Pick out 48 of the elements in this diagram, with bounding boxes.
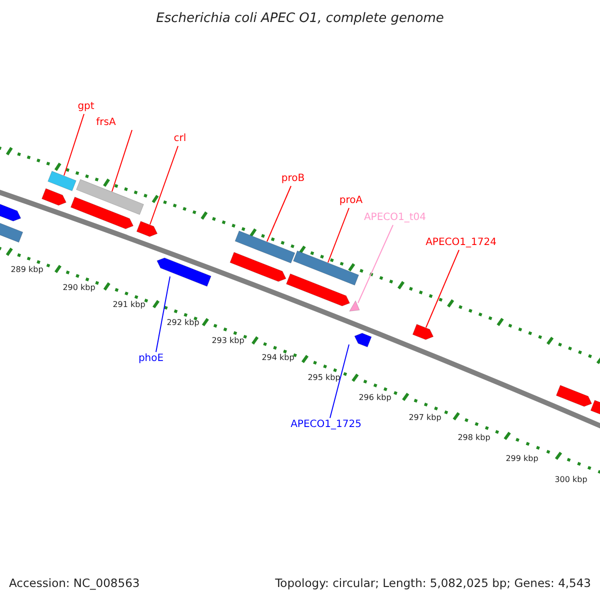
gene-bar xyxy=(48,170,76,192)
position-label: 289 kbp xyxy=(10,265,44,275)
gene-label: phoE xyxy=(138,353,164,365)
gene-feature xyxy=(556,385,592,407)
gene-feature xyxy=(590,400,600,416)
gene-label: proA xyxy=(339,195,363,207)
position-label: 300 kbp xyxy=(554,475,588,485)
accession-text: Accession: NC_008563 xyxy=(9,575,140,592)
position-label: 294 kbp xyxy=(262,353,294,363)
trna-triangle xyxy=(349,300,360,312)
gene-label: gpt xyxy=(78,101,94,113)
leader-line xyxy=(330,344,350,418)
position-label: 292 kbp xyxy=(166,318,200,328)
leader-line xyxy=(112,130,132,192)
leader-line xyxy=(64,114,84,176)
leader-line xyxy=(358,224,394,304)
gene-label: frsA xyxy=(96,117,116,129)
gene-feature xyxy=(156,258,212,287)
gene-label: APECO1_1725 xyxy=(290,419,362,431)
genome-title: Escherichia coli APEC O1, complete genome xyxy=(156,10,444,28)
gene-feature xyxy=(230,252,286,282)
position-label: 298 kbp xyxy=(458,433,490,443)
gene-feature xyxy=(136,220,158,237)
position-label: 290 kbp xyxy=(62,283,96,293)
leader-line xyxy=(426,250,460,328)
position-label: 291 kbp xyxy=(112,300,146,310)
gene-label: APECO1_1724 xyxy=(426,237,496,249)
leader-line xyxy=(156,276,170,352)
gene-feature xyxy=(412,324,434,340)
position-label: 295 kbp xyxy=(308,373,340,383)
position-label: 299 kbp xyxy=(506,454,538,464)
gene-bar xyxy=(234,230,296,264)
leader-line xyxy=(328,208,350,263)
leader-line xyxy=(150,146,178,225)
gene-feature xyxy=(70,196,134,230)
gene-feature xyxy=(286,274,350,306)
position-label: 297 kbp xyxy=(408,413,442,423)
gene-bar xyxy=(293,250,359,286)
gene-bar xyxy=(76,179,144,215)
gene-label: proB xyxy=(281,173,305,185)
gene-feature xyxy=(42,188,66,206)
gene-label: APECO1_t04 xyxy=(364,212,426,224)
position-label: 296 kbp xyxy=(358,393,392,403)
gene-label: crl xyxy=(174,133,186,145)
gene-feature xyxy=(354,332,372,348)
position-label: 293 kbp xyxy=(212,336,244,346)
leader-line xyxy=(266,186,292,242)
genome-info-text: Topology: circular; Length: 5,082,025 bp; Genes: 4,543 xyxy=(275,575,591,592)
